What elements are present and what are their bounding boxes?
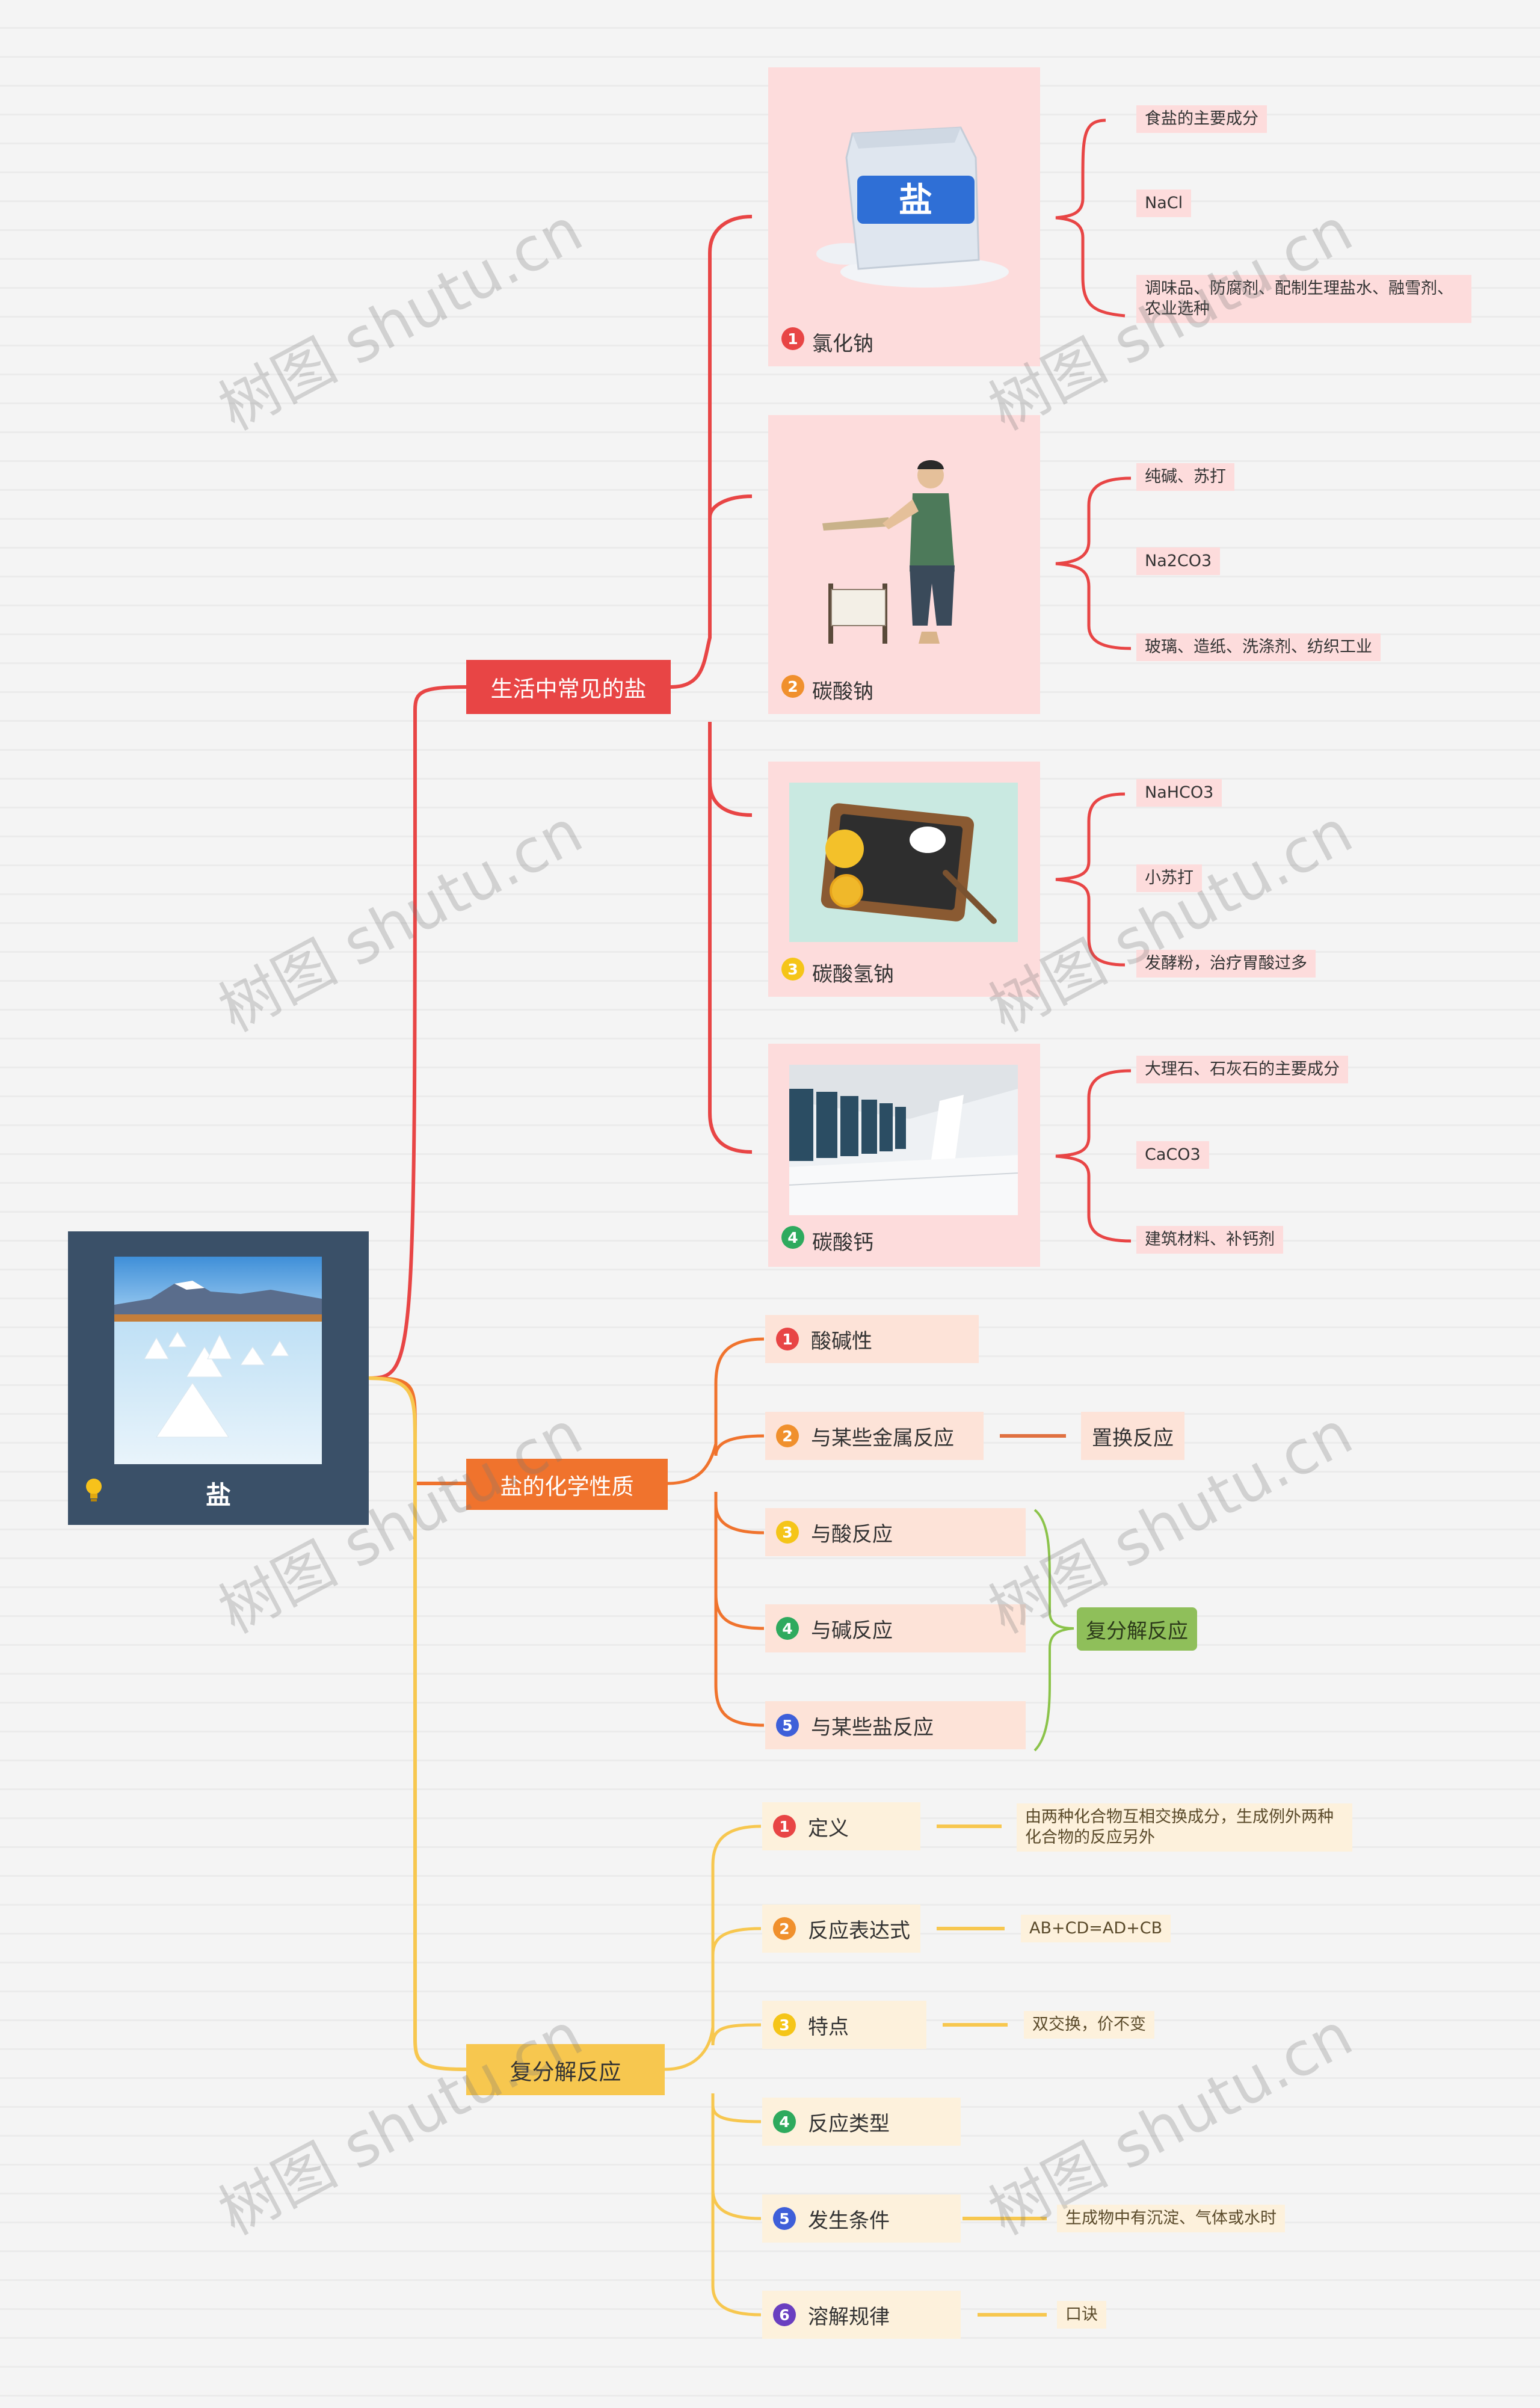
decomp-item[interactable]: 2 反应表达式: [762, 1905, 920, 1953]
card-sodium-bicarbonate[interactable]: 3 碳酸氢钠: [768, 762, 1040, 997]
salt-flat-image: [114, 1257, 322, 1464]
svg-text:盐: 盐: [899, 181, 932, 220]
number-badge: 1: [776, 1328, 799, 1350]
leaf-node[interactable]: Na2CO3: [1136, 547, 1221, 575]
baking-soda-image: [789, 783, 1018, 942]
leaf-node[interactable]: 纯碱、苏打: [1136, 463, 1234, 491]
card-label: 氯化钠: [812, 332, 873, 356]
branch-double-decomposition[interactable]: 复分解反应: [466, 2044, 665, 2095]
item-label: 反应类型: [808, 2111, 890, 2136]
leaf-node[interactable]: NaCl: [1136, 189, 1192, 217]
branch-title: 复分解反应: [510, 2059, 621, 2085]
double-decomposition-note[interactable]: 复分解反应: [1077, 1607, 1197, 1651]
condition-note[interactable]: 生成物中有沉淀、气体或水时: [1057, 2205, 1285, 2232]
number-badge: 5: [773, 2207, 796, 2230]
feature-note[interactable]: 双交换，价不变: [1024, 2011, 1154, 2039]
expression-note[interactable]: AB+CD=AD+CB: [1021, 1915, 1171, 1942]
card-sodium-chloride[interactable]: 盐 1 氯化钠: [768, 67, 1040, 366]
root-title: 盐: [205, 1480, 231, 1510]
salt-bag-image: 盐: [816, 126, 1009, 288]
marble-building-image: [789, 1065, 1018, 1215]
item-label: 与酸反应: [811, 1522, 893, 1547]
property-item[interactable]: 5 与某些盐反应: [765, 1701, 1026, 1749]
branch-title: 生活中常见的盐: [490, 676, 647, 702]
decomp-item[interactable]: 1 定义: [762, 1802, 920, 1850]
number-badge: 1: [773, 1815, 796, 1838]
card-label: 碳酸钙: [812, 1231, 873, 1255]
definition-note[interactable]: 由两种化合物互相交换成分，生成例外两种化合物的反应另外: [1017, 1803, 1352, 1852]
leaf-node[interactable]: 调味品、防腐剂、配制生理盐水、融雪剂、农业选种: [1136, 275, 1471, 323]
item-label: 反应表达式: [808, 1918, 910, 1943]
displacement-reaction-note[interactable]: 置换反应: [1081, 1412, 1184, 1460]
branch-common-salts[interactable]: 生活中常见的盐: [466, 660, 671, 714]
branch-chemical-properties[interactable]: 盐的化学性质: [466, 1459, 668, 1510]
card-sodium-carbonate[interactable]: 2 碳酸钠: [768, 415, 1040, 714]
decomp-item[interactable]: 5 发生条件: [762, 2194, 961, 2243]
worker-image: [822, 460, 955, 644]
leaf-node[interactable]: 发酵粉，治疗胃酸过多: [1136, 950, 1316, 978]
lightbulb-icon: [86, 1479, 102, 1501]
property-item[interactable]: 2 与某些金属反应: [765, 1412, 984, 1460]
number-badge: 3: [773, 2013, 796, 2036]
card-calcium-carbonate[interactable]: 4 碳酸钙: [768, 1044, 1040, 1267]
rule-note[interactable]: 口诀: [1057, 2301, 1106, 2329]
decomp-item[interactable]: 6 溶解规律: [762, 2291, 961, 2339]
number-badge: 2: [773, 1917, 796, 1940]
property-item[interactable]: 3 与酸反应: [765, 1508, 1026, 1556]
item-label: 定义: [808, 1816, 849, 1841]
item-label: 与碱反应: [811, 1618, 893, 1643]
leaf-node[interactable]: NaHCO3: [1136, 779, 1222, 807]
item-label: 特点: [808, 2015, 849, 2039]
leaf-node[interactable]: CaCO3: [1136, 1141, 1209, 1169]
leaf-node[interactable]: 玻璃、造纸、洗涤剂、纺织工业: [1136, 633, 1381, 661]
item-label: 发生条件: [808, 2208, 890, 2233]
leaf-node[interactable]: 食盐的主要成分: [1136, 105, 1267, 133]
item-label: 酸碱性: [811, 1329, 872, 1353]
branch-title: 盐的化学性质: [500, 1473, 634, 1500]
decomp-item[interactable]: 3 特点: [762, 2001, 926, 2049]
number-badge: 4: [781, 1226, 804, 1249]
number-badge: 2: [776, 1424, 799, 1447]
card-label: 碳酸氢钠: [812, 962, 894, 987]
number-badge: 1: [781, 327, 804, 350]
root-node[interactable]: 盐: [68, 1231, 369, 1525]
leaf-node[interactable]: 小苏打: [1136, 864, 1202, 892]
number-badge: 6: [773, 2303, 796, 2326]
property-item[interactable]: 4 与碱反应: [765, 1604, 1026, 1652]
number-badge: 4: [773, 2110, 796, 2133]
leaf-node[interactable]: 大理石、石灰石的主要成分: [1136, 1056, 1348, 1083]
leaf-node[interactable]: 建筑材料、补钙剂: [1136, 1226, 1283, 1254]
number-badge: 4: [776, 1617, 799, 1640]
number-badge: 5: [776, 1714, 799, 1737]
decomp-item[interactable]: 4 反应类型: [762, 2098, 961, 2146]
item-label: 溶解规律: [808, 2305, 890, 2329]
number-badge: 2: [781, 675, 804, 698]
item-label: 与某些盐反应: [811, 1715, 934, 1740]
number-badge: 3: [776, 1521, 799, 1544]
item-label: 与某些金属反应: [811, 1426, 954, 1450]
number-badge: 3: [781, 958, 804, 981]
card-label: 碳酸钠: [812, 680, 873, 704]
property-item[interactable]: 1 酸碱性: [765, 1315, 979, 1363]
